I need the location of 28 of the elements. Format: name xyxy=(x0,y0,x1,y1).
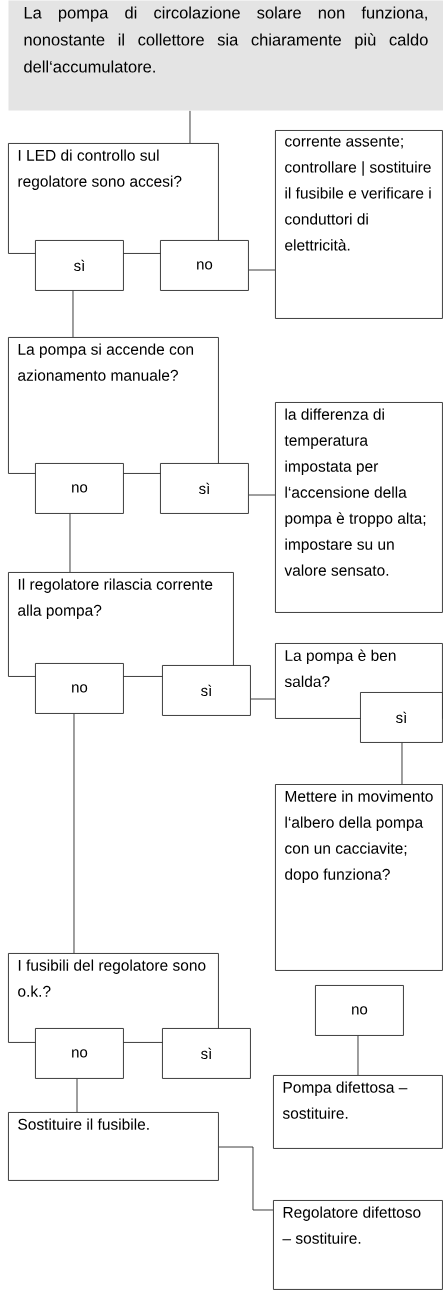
answer-box: sì xyxy=(360,692,443,743)
connector-line xyxy=(401,742,403,785)
result-box: la differenza di temperatura impostata per l‘accensione della pompa è troppo alta; impostare su un valore sensato. xyxy=(275,402,443,613)
question-box: Sostituire il fusibile. xyxy=(8,1112,219,1181)
connector-line xyxy=(72,290,74,338)
result-box: Regolatore difettoso – sostituire. xyxy=(273,1200,443,1290)
result-box: Mettere in movimento l‘albero della pompa con un cacciavite; dopo funziona? xyxy=(275,784,443,971)
result-box: Pompa difettosa – sostituire. xyxy=(273,1075,443,1149)
connector-line xyxy=(73,713,75,954)
answer-box: sì xyxy=(162,1028,251,1079)
problem-box: La pompa di circolazione solare non funziona, nonostante il collettore sia chiaramente più caldo dell‘accumulatore. xyxy=(8,0,443,111)
connector-line xyxy=(76,1078,78,1113)
answer-box: no xyxy=(35,1028,124,1079)
answer-box: sì xyxy=(35,240,124,291)
connector-line xyxy=(218,1146,274,1211)
answer-box: no xyxy=(315,985,404,1036)
answer-box: no xyxy=(35,463,124,514)
answer-box: no xyxy=(35,663,124,714)
answer-box: no xyxy=(160,240,249,291)
connector-line xyxy=(357,1035,359,1076)
connector-line xyxy=(69,513,71,573)
connector-line xyxy=(250,698,276,700)
result-box: corrente assente; controllare | sostituire il fusibile e verificare i conduttori di elettricità. xyxy=(275,130,443,319)
connector-line xyxy=(189,110,191,144)
connector-line xyxy=(248,269,276,271)
connector-line xyxy=(248,494,276,496)
answer-box: sì xyxy=(160,463,249,514)
answer-box: sì xyxy=(162,665,251,716)
